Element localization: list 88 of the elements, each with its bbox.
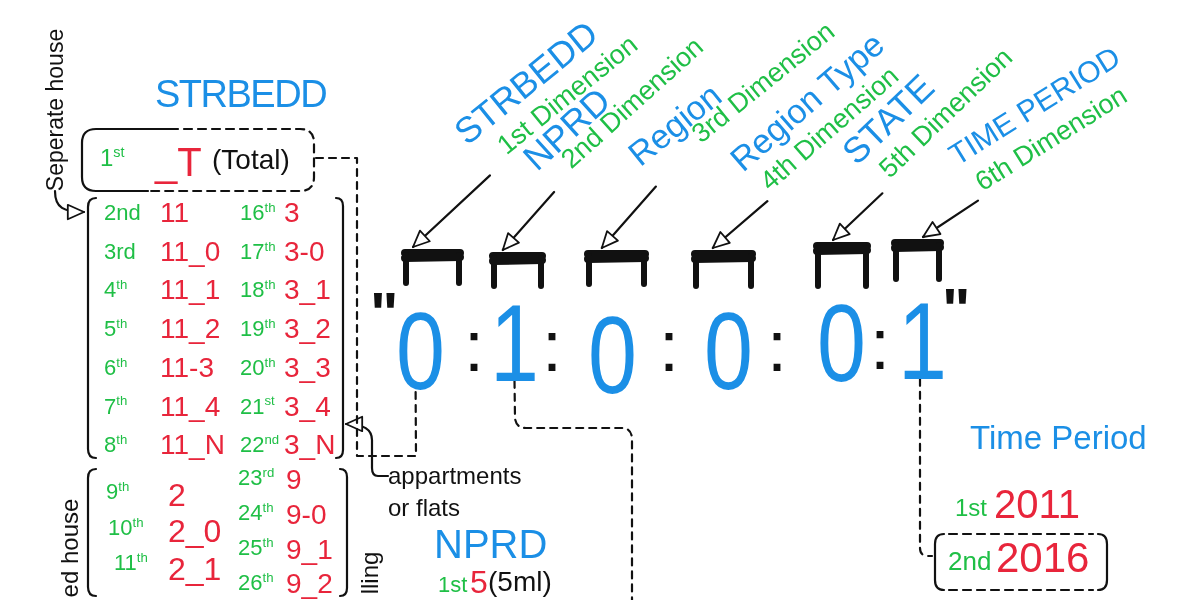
code-digit: 1 bbox=[898, 300, 947, 379]
note-text: (Total) bbox=[212, 146, 290, 174]
category-code: 2_1 bbox=[168, 553, 222, 585]
bracket-marker bbox=[400, 247, 465, 287]
arrow bbox=[831, 192, 884, 242]
code-digit: 0 bbox=[817, 302, 866, 381]
colon-separator: : bbox=[542, 333, 562, 372]
ordinal-number: 5$^{th}$ bbox=[104, 318, 128, 341]
category-code: 3_2 bbox=[284, 315, 331, 344]
ordinal-number: 18$^{th}$ bbox=[240, 279, 276, 302]
ordinal-number: 20$^{th}$ bbox=[240, 356, 276, 379]
category-code: 11_1 bbox=[160, 276, 221, 305]
code-digit: 0 bbox=[704, 310, 753, 389]
category-code: 11_0 bbox=[160, 237, 221, 266]
bracket-marker bbox=[488, 250, 547, 290]
category-label: lling bbox=[358, 551, 382, 595]
quote-mark: " bbox=[370, 291, 399, 307]
ordinal-number: 23$^{rd}$ bbox=[238, 467, 275, 489]
colon-separator: : bbox=[767, 333, 787, 372]
category-code: 9_1 bbox=[286, 536, 333, 564]
category-code: 9_2 bbox=[286, 570, 333, 598]
category-code: 3_1 bbox=[284, 276, 331, 305]
arrow bbox=[344, 416, 390, 478]
heading: NPRD bbox=[434, 524, 548, 564]
ordinal-number: 7$^{th}$ bbox=[104, 395, 128, 418]
ordinal-number: 3rd bbox=[104, 240, 136, 263]
category-code: _T bbox=[155, 142, 202, 182]
category-code: 3_4 bbox=[284, 392, 331, 421]
ordinal-number: 6$^{th}$ bbox=[104, 356, 128, 379]
category-code: 2011 bbox=[994, 484, 1080, 524]
category-label: Seperate house bbox=[43, 28, 67, 192]
category-code: 3_N bbox=[284, 431, 336, 460]
category-code: 3 bbox=[284, 199, 300, 227]
quote-mark: " bbox=[942, 287, 971, 303]
category-label: ed house bbox=[58, 498, 82, 598]
ordinal-number: 1st bbox=[955, 496, 987, 520]
ordinal-number: 24$^{th}$ bbox=[238, 502, 274, 524]
category-code: 3_3 bbox=[284, 353, 331, 382]
category-label: appartments or flats bbox=[388, 460, 528, 524]
ordinal-number: 21$^{st}$ bbox=[240, 395, 275, 418]
arrow bbox=[711, 200, 769, 250]
category-code: 3-0 bbox=[284, 237, 325, 266]
ordinal-number: 26$^{th}$ bbox=[238, 572, 274, 594]
arrow bbox=[921, 199, 980, 239]
bracket-marker bbox=[583, 248, 650, 288]
arrow bbox=[501, 190, 556, 252]
colon-separator: : bbox=[659, 333, 679, 372]
ordinal-number: 2nd bbox=[104, 202, 141, 224]
arrow bbox=[600, 185, 657, 250]
heading: Time Period bbox=[970, 421, 1147, 454]
ordinal-number: 4$^{th}$ bbox=[104, 279, 128, 302]
category-code: 11_N bbox=[160, 431, 225, 460]
code-digit: 0 bbox=[396, 310, 445, 389]
colon-separator: : bbox=[870, 331, 890, 370]
dashed-connector-line bbox=[513, 379, 634, 600]
ordinal-number: 1$^{st}$ bbox=[100, 146, 125, 170]
category-code: 11-3 bbox=[160, 353, 214, 382]
category-code: 5 bbox=[470, 566, 488, 598]
category-code: 11_4 bbox=[160, 392, 221, 421]
category-code: 2016 bbox=[996, 537, 1090, 579]
category-code: 11 bbox=[160, 199, 190, 227]
ordinal-number: 25$^{th}$ bbox=[238, 537, 274, 559]
category-code: 2 bbox=[168, 479, 186, 511]
ordinal-number: 1st bbox=[438, 574, 468, 596]
bracket-marker bbox=[690, 248, 757, 290]
dashed-connector-line bbox=[314, 156, 418, 458]
arrow bbox=[53, 190, 86, 220]
bracket-marker bbox=[890, 237, 945, 283]
category-code: 2_0 bbox=[168, 515, 222, 547]
category-code: 9-0 bbox=[286, 501, 327, 529]
ordinal-number: 2nd bbox=[948, 548, 992, 574]
colon-separator: : bbox=[464, 333, 484, 372]
bracket-marker bbox=[812, 240, 872, 290]
ordinal-number: 16$^{th}$ bbox=[240, 202, 276, 224]
ordinal-number: 8$^{th}$ bbox=[104, 434, 128, 457]
code-digit: 1 bbox=[490, 302, 539, 381]
category-code: 9 bbox=[286, 466, 302, 494]
ordinal-number: 10$^{th}$ bbox=[108, 517, 144, 539]
ordinal-number: 17$^{th}$ bbox=[240, 240, 276, 263]
category-code: 11_2 bbox=[160, 315, 221, 344]
ordinal-number: 22$^{nd}$ bbox=[240, 434, 280, 457]
ordinal-number: 11$^{th}$ bbox=[114, 552, 148, 574]
ordinal-number: 9$^{th}$ bbox=[106, 481, 130, 503]
arrow bbox=[411, 174, 492, 249]
heading: STRBEDD bbox=[155, 75, 327, 113]
code-digit: 0 bbox=[588, 314, 637, 393]
ordinal-number: 19$^{th}$ bbox=[240, 318, 276, 341]
note-text: (5ml) bbox=[488, 568, 552, 596]
